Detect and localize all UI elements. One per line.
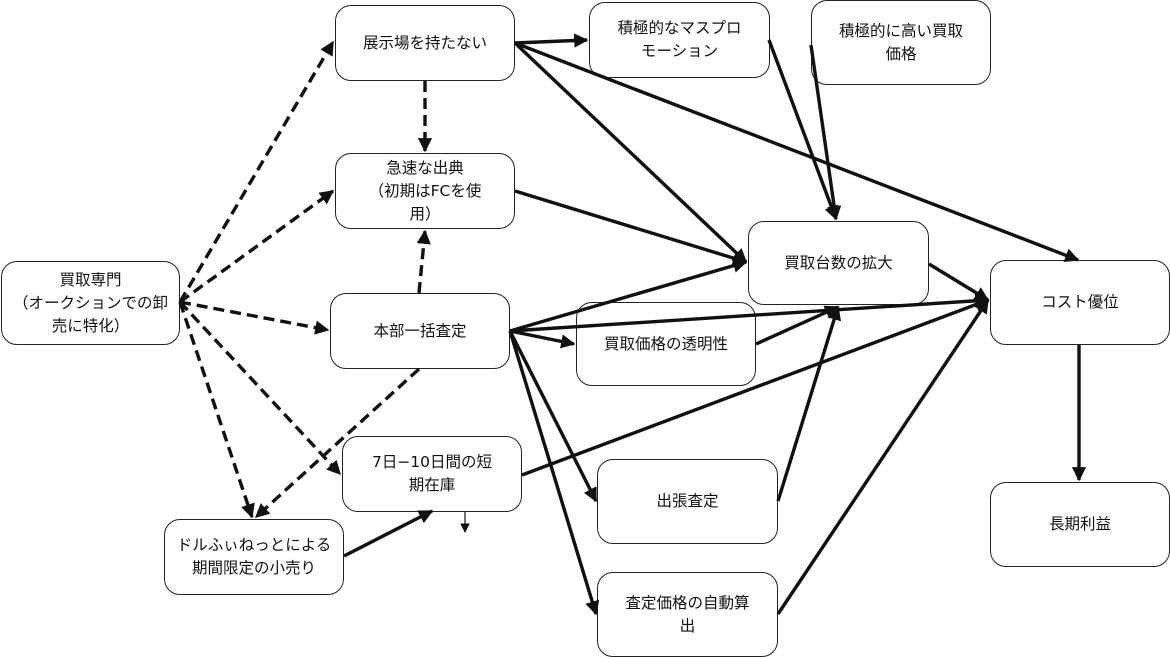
node-label: 積極的に高い買取 価格 bbox=[838, 21, 963, 63]
node-label: 出張査定 bbox=[656, 492, 719, 510]
edge-business-trip-appraisal-to-volume-expansion bbox=[776, 305, 842, 502]
node-label: 査定価格の自動算 出 bbox=[625, 593, 750, 635]
node-rapid-opening: 急速な出典 （初期はFCを使 用） bbox=[335, 153, 515, 229]
node-auto-price-calc: 査定価格の自動算 出 bbox=[597, 572, 778, 657]
node-business-trip-appraisal: 出張査定 bbox=[597, 459, 778, 544]
edge-rapid-opening-to-volume-expansion bbox=[514, 189, 748, 266]
node-label: 買取価格の透明性 bbox=[603, 334, 728, 353]
node-label: ドルふぃねっとによる 期間限定の小売り bbox=[176, 536, 332, 577]
node-central-appraisal: 本部一括査定 bbox=[330, 293, 510, 369]
edge-central-appraisal-to-price-transparency bbox=[509, 329, 576, 349]
node-label: 長期利益 bbox=[1048, 515, 1111, 533]
edge-central-appraisal-to-rapid-opening bbox=[416, 229, 431, 294]
node-label: 7日−10日間の短 期在庫 bbox=[371, 453, 493, 494]
node-kaitori-senmon: 買取専門 （オークションでの卸 売に特化） bbox=[1, 261, 180, 345]
node-price-transparency: 買取価格の透明性 bbox=[576, 302, 756, 386]
node-dorufuinet: ドルふぃねっとによる 期間限定の小売り bbox=[164, 519, 344, 595]
node-short-inventory: 7日−10日間の短 期在庫 bbox=[342, 436, 522, 512]
edge-no-showroom-to-mass-promotion bbox=[514, 33, 589, 48]
edge-auto-price-calc-to-cost-advantage bbox=[776, 298, 990, 615]
node-label: 本部一括査定 bbox=[373, 321, 467, 340]
node-label: コスト優位 bbox=[1041, 293, 1119, 311]
edge-dorufuinet-to-short-inventory bbox=[343, 509, 434, 558]
edge-price-transparency-to-volume-expansion bbox=[755, 305, 840, 346]
edge-kaitori-senmon-to-no-showroom bbox=[178, 40, 335, 303]
node-high-price: 積極的に高い買取 価格 bbox=[811, 0, 991, 85]
node-mass-promotion: 積極的なマスプロ モーション bbox=[589, 2, 770, 78]
edge-kaitori-senmon-to-dorufuinet bbox=[178, 301, 255, 519]
node-label: 買取専門 （オークションでの卸 売に特化） bbox=[12, 270, 168, 335]
edge-kaitori-senmon-to-short-inventory bbox=[178, 300, 342, 476]
node-cost-advantage: コスト優位 bbox=[990, 260, 1170, 345]
edge-kaitori-senmon-to-central-appraisal bbox=[179, 300, 330, 335]
node-label: 急速な出典 （初期はFCを使 用） bbox=[368, 158, 482, 223]
node-no-showroom: 展示場を持たない bbox=[335, 5, 515, 81]
node-label: 展示場を持たない bbox=[362, 33, 487, 52]
node-label: 買取台数の拡大 bbox=[784, 253, 893, 272]
node-long-term-profit: 長期利益 bbox=[990, 482, 1170, 567]
node-label: 積極的なマスプロ モーション bbox=[617, 19, 742, 60]
edge-volume-expansion-to-cost-advantage bbox=[928, 262, 990, 302]
edge-kaitori-senmon-to-rapid-opening bbox=[179, 189, 335, 304]
node-volume-expansion: 買取台数の拡大 bbox=[748, 221, 929, 305]
